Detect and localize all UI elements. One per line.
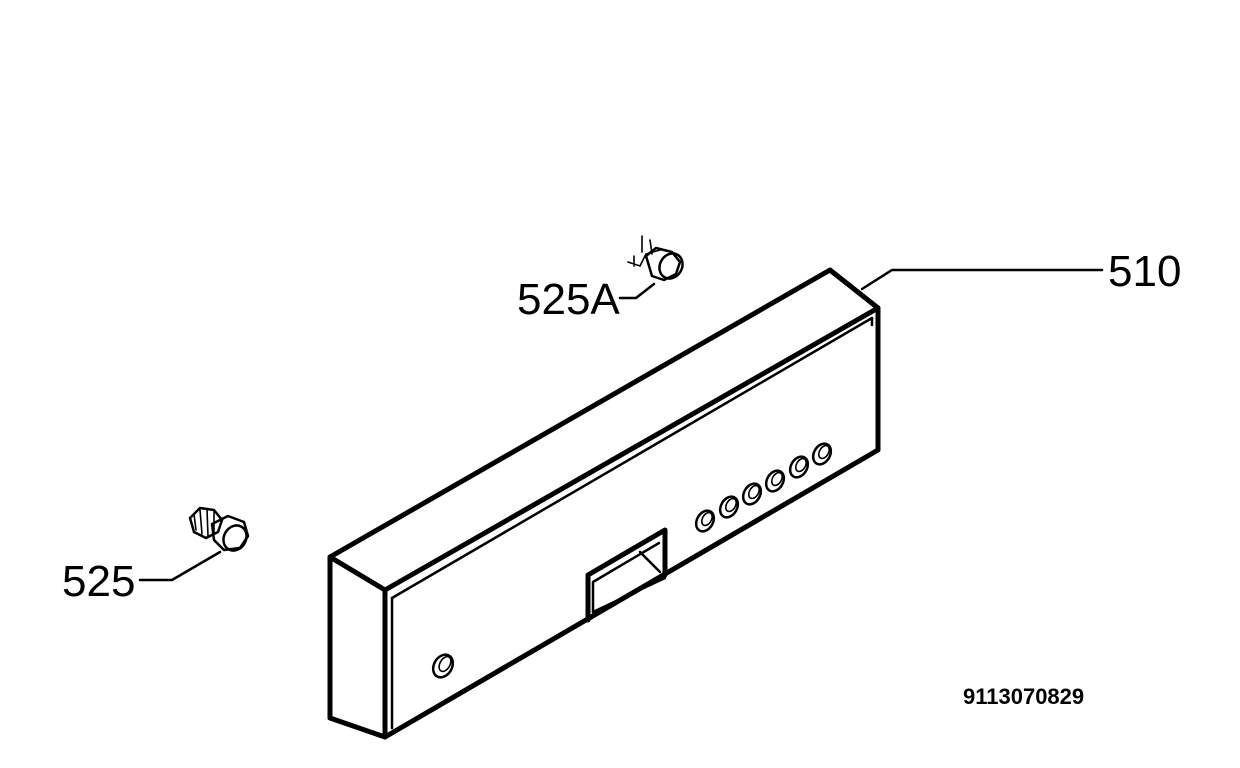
panel-bevel-line	[390, 316, 874, 600]
button-525a-cap	[658, 252, 684, 280]
leader-line-525a	[618, 282, 656, 300]
label-510: 510	[1108, 247, 1181, 296]
button-525-cap	[222, 524, 248, 552]
label-525: 525	[62, 557, 135, 606]
button-hole	[694, 509, 716, 533]
button-525a-body	[644, 246, 682, 282]
left-button-hole	[431, 653, 455, 679]
panel-outline	[327, 267, 881, 740]
leader-line-510	[860, 268, 1104, 291]
button-hole	[741, 482, 763, 506]
button-525-ribs	[193, 508, 215, 537]
button-525-collar	[188, 506, 224, 540]
button-hole-row	[694, 442, 833, 533]
button-hole	[788, 455, 810, 479]
control-panel-510	[327, 267, 1104, 740]
label-525a: 525A	[517, 275, 620, 324]
button-525a-pins	[627, 235, 661, 267]
button-hole	[764, 469, 786, 493]
panel-top-edge	[327, 305, 881, 593]
leader-line-525	[138, 550, 222, 582]
button-hole	[718, 495, 740, 519]
document-number: 9113070829	[963, 684, 1084, 709]
button-hole	[811, 442, 833, 466]
handle-recess	[585, 527, 668, 623]
button-525	[138, 506, 250, 582]
button-525a	[618, 235, 684, 300]
